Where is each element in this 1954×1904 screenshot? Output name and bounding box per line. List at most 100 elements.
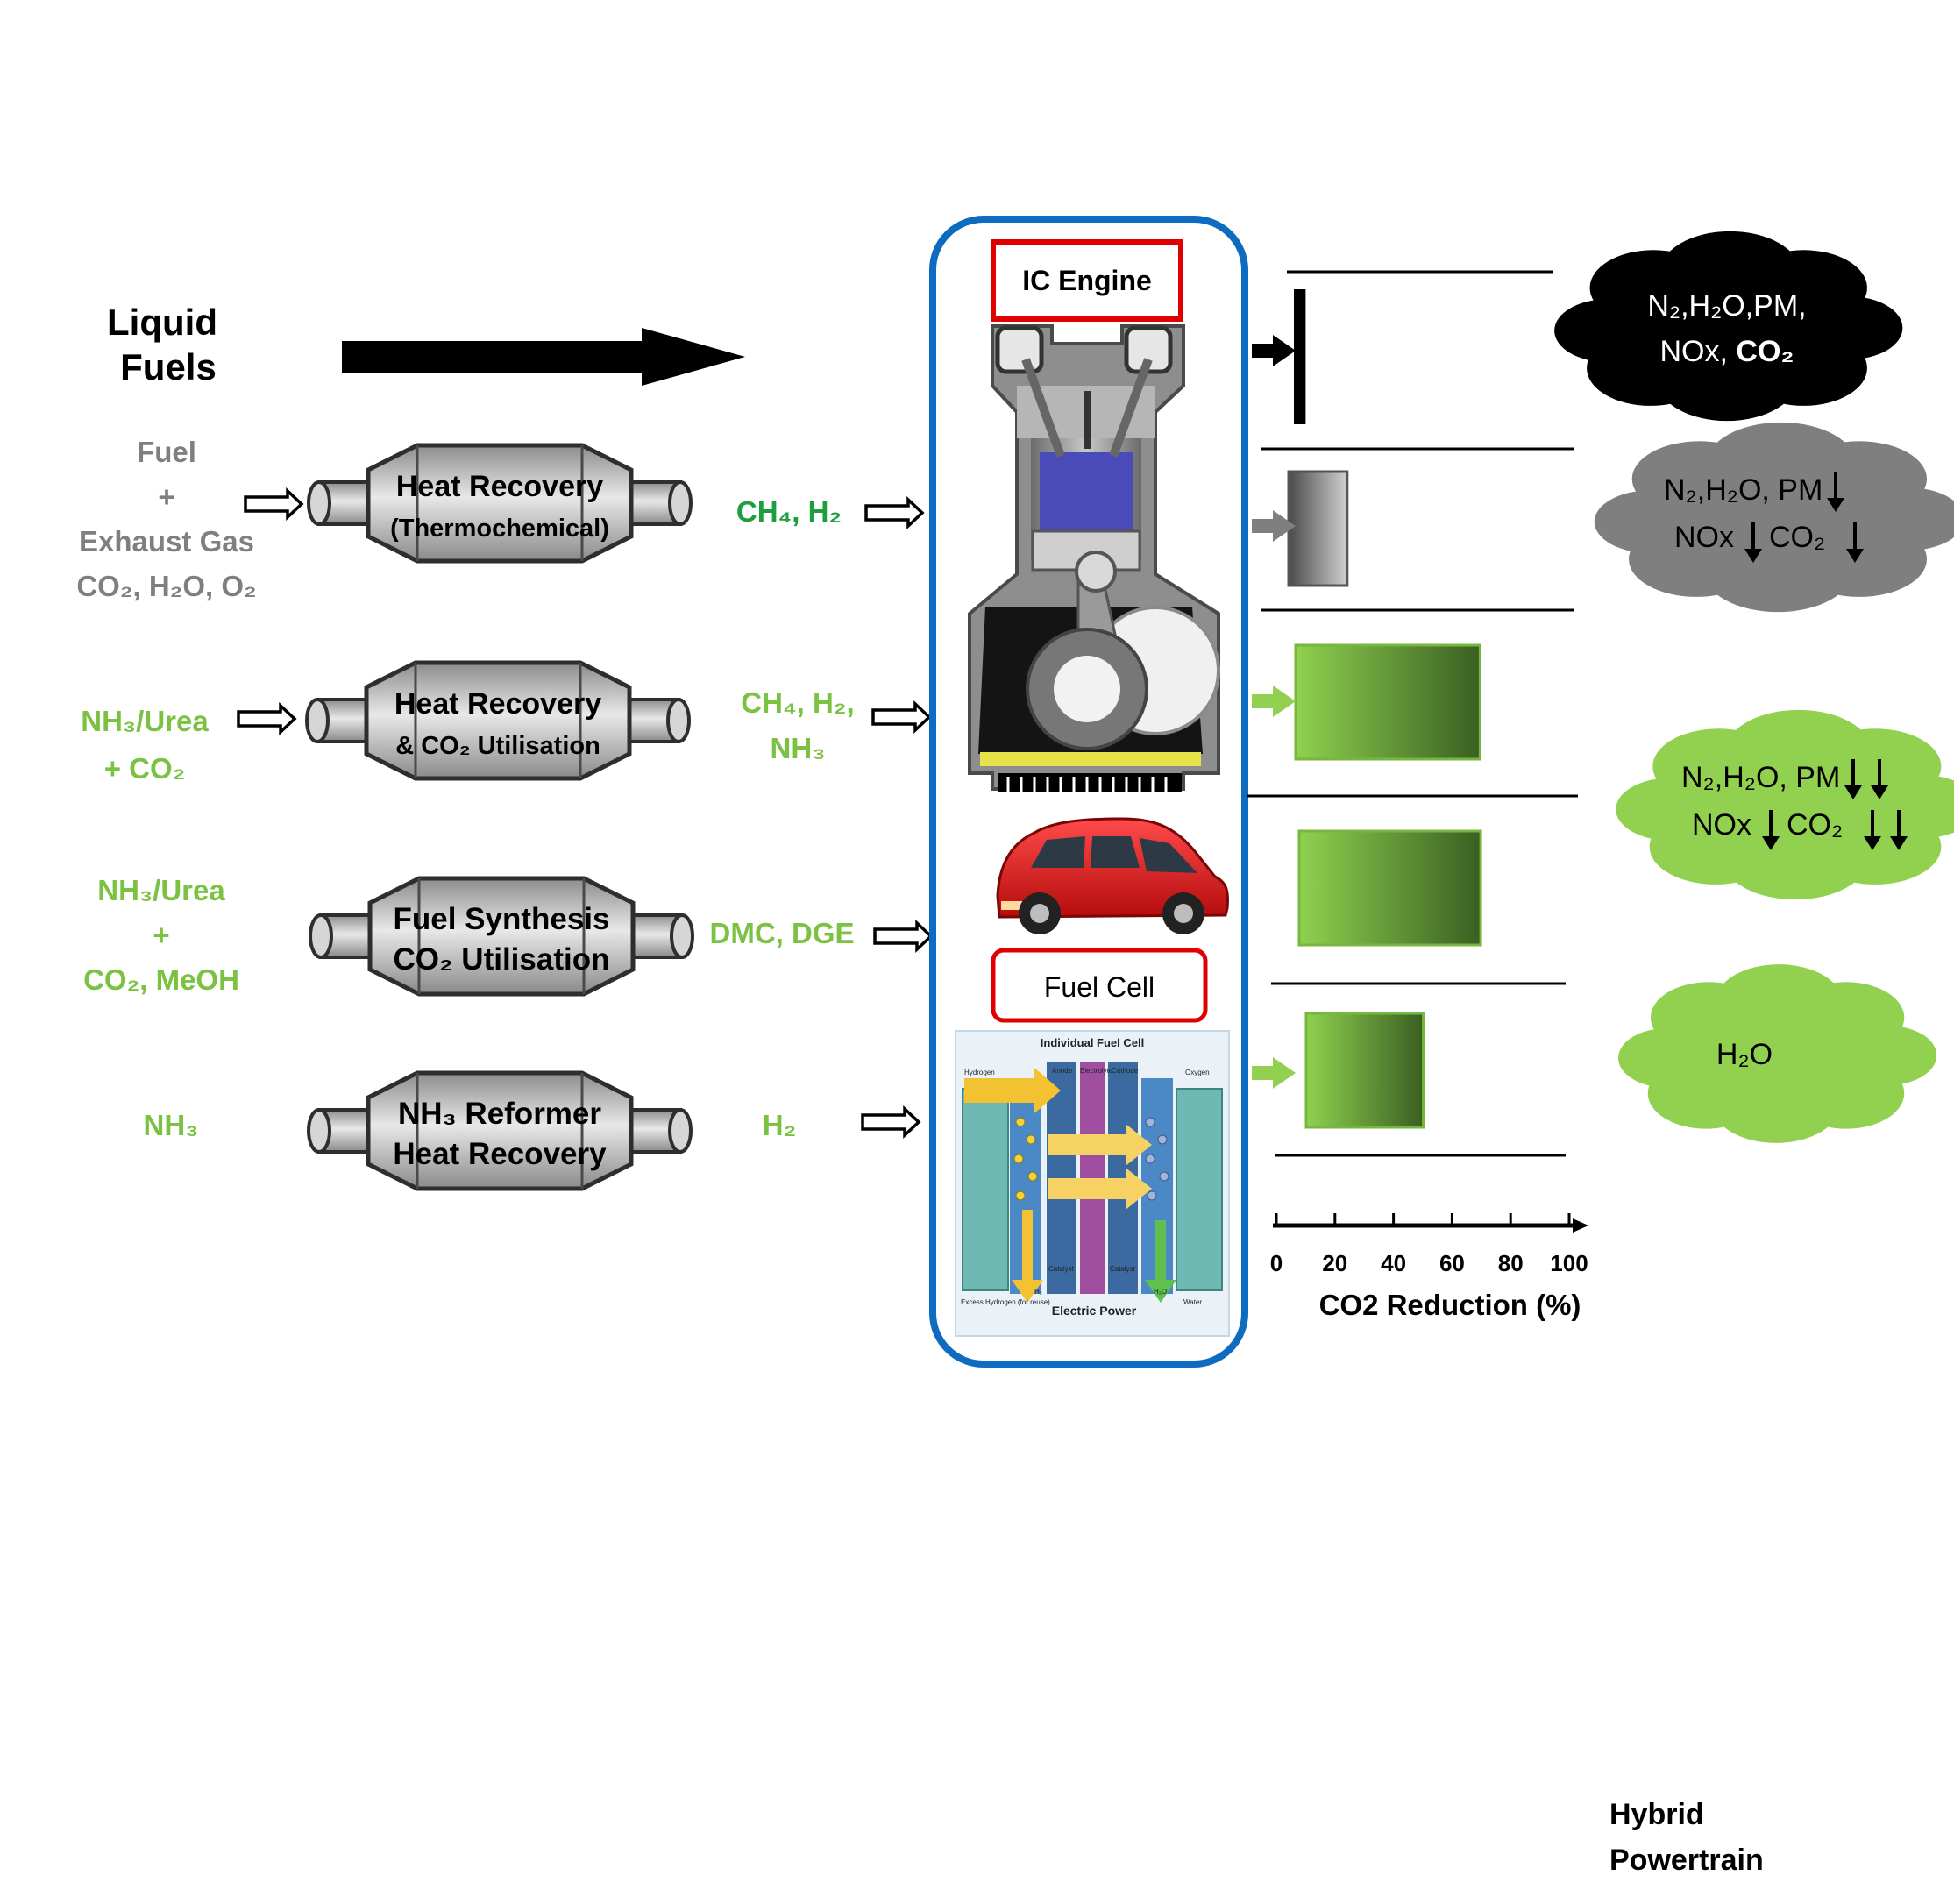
feed-arrow-head <box>1273 686 1296 717</box>
bar-2 <box>1287 470 1349 587</box>
unit-4-input: NH₃ <box>114 1108 228 1143</box>
bar-ic-engine <box>1294 289 1306 424</box>
ic-engine-label: IC Engine <box>1022 265 1152 296</box>
process-unit-2: Heat Recovery & CO₂ Utilisation <box>305 660 691 781</box>
cloud-shape <box>1554 231 1903 422</box>
feed-arrow-shaft <box>1252 344 1276 358</box>
emission-co2: CO₂ <box>1736 335 1794 368</box>
inlet-pipe-end <box>307 1108 331 1154</box>
emission-line-1: N₂,H₂O, PM <box>1681 761 1840 794</box>
unit-3-input: NH₃/Urea + CO₂, MeOH <box>56 868 266 1002</box>
unit-1-input-line: CO₂, H₂O, O₂ <box>76 570 257 602</box>
unit-1-input-line: Fuel <box>137 436 196 468</box>
cloud-shape <box>1618 964 1937 1143</box>
hybrid-powertrain-label: Hybrid Powertrain <box>1609 1792 1764 1883</box>
x-axis-label: CO2 Reduction (%) <box>1319 1289 1581 1321</box>
unit-title: Heat Recovery <box>396 470 603 503</box>
process-unit-1: Heat Recovery(Thermochemical) <box>307 443 693 564</box>
cloud-lobe <box>1681 739 1909 870</box>
hollow-arrow <box>873 919 934 954</box>
decrease-arrow-head <box>1762 836 1780 850</box>
decrease-arrow-head <box>1744 549 1762 563</box>
feed-arrow-shaft <box>1252 519 1276 533</box>
car-illustration <box>996 817 1229 934</box>
unit-4-input-line: NH₃ <box>143 1109 199 1141</box>
unit-2-output: CH₄, H₂, NH₃ <box>719 680 877 771</box>
feed-arrow-shaft <box>1252 694 1276 708</box>
ic-engine-label-box <box>991 239 1183 322</box>
cloud-lobe <box>1675 992 1877 1115</box>
x-tick-label: 0 <box>1270 1250 1283 1276</box>
cloud-shape <box>1616 709 1954 900</box>
unit-title: Fuel Synthesis <box>393 902 609 936</box>
fuel-cell-diagram: Individual Fuel Cell Hydrogen Oxygen Ano… <box>955 1030 1230 1337</box>
fuel-cell-label-box <box>991 948 1208 1023</box>
fc-label-h2o: H₂O <box>1154 1288 1167 1296</box>
emission-nox: NOx <box>1674 521 1734 554</box>
unit-3-input-line: CO₂, MeOH <box>83 963 239 996</box>
fc-label-excess-hydrogen: Excess Hydrogen (for reuse) <box>961 1298 1050 1306</box>
unit-title: NH₃ Reformer <box>398 1097 601 1131</box>
x-tick-label: 40 <box>1381 1250 1406 1276</box>
converter-body <box>366 1070 634 1191</box>
flow-arrows <box>237 487 934 1140</box>
heading-line-2: Fuels <box>120 346 217 388</box>
outlet-pipe-end <box>668 1108 693 1154</box>
feed-arrow-head <box>1273 1057 1296 1089</box>
fuel-cell-diagram-title: Individual Fuel Cell <box>1041 1036 1144 1049</box>
fc-label-catalyst-right: Catalyst <box>1110 1265 1136 1273</box>
inlet-pipe-end <box>305 698 330 743</box>
feed-arrow-shaft <box>1252 1066 1276 1080</box>
unit-subtitle: CO₂ Utilisation <box>394 942 610 977</box>
hollow-arrow <box>864 495 925 530</box>
unit-2-input: NH₃/Urea + CO₂ <box>53 698 237 792</box>
outlet-pipe-end <box>670 913 694 959</box>
engine-illustration <box>968 324 1220 792</box>
emission-nox: NOx, <box>1659 335 1736 368</box>
unit-4-output-line: H₂ <box>762 1109 797 1141</box>
emission-line-1: N₂,H₂O,PM, <box>1647 289 1806 323</box>
bar-5 <box>1304 1012 1425 1129</box>
unit-3-output-line: DMC, DGE <box>709 917 855 949</box>
cloud-lobe <box>1661 451 1894 583</box>
feed-arrow-head <box>1273 335 1296 366</box>
x-tick-label: 80 <box>1498 1250 1524 1276</box>
emission-line-2: NOx, CO₂ <box>1659 335 1794 368</box>
unit-2-output-line: NH₃ <box>770 732 826 764</box>
decrease-arrow-head <box>1846 549 1864 563</box>
unit-subtitle: & CO₂ Utilisation <box>395 732 600 760</box>
x-tick-label: 60 <box>1439 1250 1465 1276</box>
heading-line-1: Liquid <box>107 302 217 343</box>
unit-3-output: DMC, DGE <box>694 916 870 951</box>
fc-label-electric-power: Electric Power <box>1052 1304 1137 1318</box>
x-tick-label: 20 <box>1322 1250 1347 1276</box>
decrease-arrow-head <box>1871 785 1888 799</box>
decrease-arrow-head <box>1890 836 1908 850</box>
unit-1-output-line: CH₄, H₂ <box>735 495 842 528</box>
converter-body <box>364 660 632 781</box>
unit-title: Heat Recovery <box>394 687 601 721</box>
inlet-pipe-end <box>307 480 331 526</box>
unit-1-output: CH₄, H₂ <box>719 494 859 529</box>
unit-2-output-line: CH₄, H₂, <box>741 686 855 719</box>
emission-line-1: H₂O <box>1716 1038 1773 1071</box>
footer-line-2: Powertrain <box>1609 1844 1764 1877</box>
unit-1-input: Fuel + Exhaust Gas CO₂, H₂O, O₂ <box>53 430 281 608</box>
emission-co2: CO₂ <box>1787 808 1843 842</box>
footer-line-1: Hybrid <box>1609 1798 1704 1831</box>
outlet-pipe-end <box>668 480 693 526</box>
fuel-cell-label: Fuel Cell <box>1044 971 1155 1003</box>
fc-label-oxygen: Oxygen <box>1185 1069 1210 1076</box>
converter-body <box>366 443 634 564</box>
emission-co2: CO₂ <box>1769 521 1825 554</box>
feed-arrow-head <box>1273 510 1296 542</box>
unit-subtitle: Heat Recovery <box>393 1137 607 1171</box>
emission-cloud-4: H₂O <box>1618 964 1937 1143</box>
fc-label-anode: Anode <box>1052 1067 1073 1075</box>
fc-label-cathode: Cathode <box>1112 1067 1139 1075</box>
decrease-arrow-head <box>1864 836 1881 850</box>
